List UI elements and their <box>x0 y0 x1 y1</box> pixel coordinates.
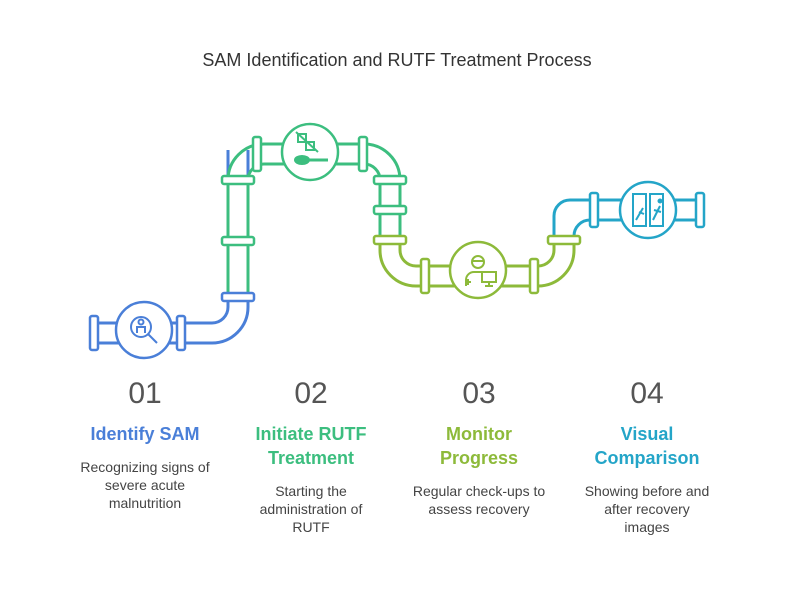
search-person-icon <box>130 316 158 344</box>
pipe-couplings <box>88 135 706 352</box>
node-initiate-rutf <box>280 122 340 182</box>
pipe-segment-1 <box>96 150 250 345</box>
step-number: 04 <box>630 377 664 410</box>
node-monitor-progress <box>448 240 508 300</box>
page-title: SAM Identification and RUTF Treatment Pr… <box>202 50 592 70</box>
step-description: Regular check-ups to assess recovery <box>412 483 546 517</box>
step-number: 03 <box>462 377 496 410</box>
step-title: Identify SAM <box>90 424 200 444</box>
step-2: 02 Initiate RUTF Treatment Starting the … <box>226 374 396 536</box>
before-after-icon <box>632 193 664 227</box>
node-identify-sam <box>114 300 174 360</box>
step-title: Visual Comparison <box>594 424 700 468</box>
doctor-monitor-icon <box>465 255 497 287</box>
step-number: 02 <box>294 377 328 410</box>
step-description: Starting the administration of RUTF <box>259 483 363 535</box>
step-title: Initiate RUTF Treatment <box>255 424 367 468</box>
node-visual-comparison <box>618 180 678 240</box>
step-4: 04 Visual Comparison Showing before and … <box>562 374 732 536</box>
step-3: 03 Monitor Progress Regular check-ups to… <box>394 374 564 518</box>
step-title: Monitor Progress <box>439 424 519 468</box>
food-spoon-icon <box>294 131 328 165</box>
step-description: Showing before and after recovery images <box>584 483 710 535</box>
step-number: 01 <box>128 377 162 410</box>
step-1: 01 Identify SAM Recognizing signs of sev… <box>60 374 230 512</box>
step-description: Recognizing signs of severe acute malnut… <box>80 459 210 511</box>
